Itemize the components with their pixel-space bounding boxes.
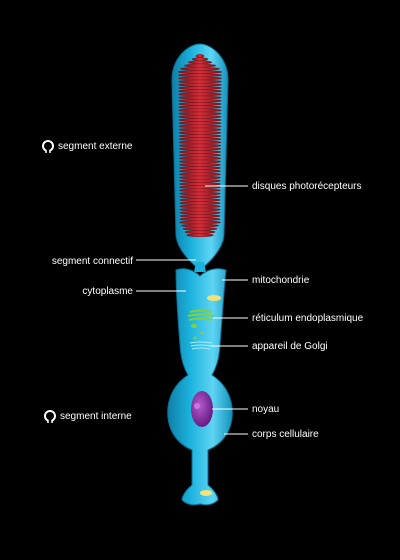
photoreceptor-disc xyxy=(179,191,221,196)
photoreceptor-disc xyxy=(179,172,221,177)
photoreceptor-disc xyxy=(182,226,218,231)
photoreceptor-disc xyxy=(195,54,205,58)
photoreceptor-disc xyxy=(179,210,221,215)
photoreceptor-disc xyxy=(177,73,222,77)
photoreceptor-disc xyxy=(187,60,213,65)
cytoplasm-label: cytoplasme xyxy=(82,286,133,297)
er-vesicle xyxy=(193,336,197,340)
inner-segment-heading: segment interne xyxy=(60,411,132,422)
mitochondria-label: mitochondrie xyxy=(252,275,310,286)
photoreceptor-disc xyxy=(179,201,221,205)
photoreceptor-disc xyxy=(178,130,222,135)
photoreceptor-disc xyxy=(178,105,222,109)
photoreceptor-disc xyxy=(186,233,214,237)
photoreceptor-disc xyxy=(177,70,222,74)
connecting-label: segment connectif xyxy=(52,256,133,267)
photoreceptor-disc xyxy=(178,89,222,93)
photoreceptor-disc xyxy=(184,230,216,234)
photoreceptor-disc xyxy=(178,83,222,87)
photoreceptor-disc xyxy=(179,207,221,212)
photoreceptor-glyph-icon xyxy=(42,140,54,153)
photoreceptor-glyph-icon xyxy=(44,410,56,423)
photoreceptor-disc xyxy=(179,198,221,202)
photoreceptor-disc xyxy=(179,182,221,186)
photoreceptor-disc xyxy=(178,146,222,151)
photoreceptor-disc xyxy=(178,150,222,154)
nucleus xyxy=(191,391,213,427)
mitochondrion xyxy=(207,295,221,301)
photoreceptor-disc xyxy=(178,162,221,167)
photoreceptor-disc xyxy=(178,118,222,122)
photoreceptor-disc xyxy=(191,57,209,62)
section-inner: segment interne xyxy=(44,410,132,423)
cell-body-label: corps cellulaire xyxy=(252,429,319,440)
outer-segment-heading: segment externe xyxy=(58,141,133,152)
photoreceptor-disc xyxy=(178,159,221,164)
photoreceptor-disc xyxy=(178,140,222,145)
photoreceptor-disc xyxy=(179,214,221,218)
photoreceptor-disc xyxy=(178,137,222,141)
golgi-apparatus xyxy=(189,341,213,350)
photoreceptor-disc xyxy=(178,86,222,90)
photoreceptor-disc xyxy=(178,92,222,97)
inner-segment-membrane xyxy=(167,268,233,506)
photoreceptor-disc xyxy=(179,67,220,71)
photoreceptor-disc xyxy=(179,194,221,199)
photoreceptor-disc xyxy=(178,102,222,106)
photoreceptor-disc xyxy=(178,111,222,116)
photoreceptor-disc xyxy=(178,134,222,138)
photoreceptor-disc xyxy=(178,166,221,170)
outer-segment xyxy=(171,43,229,271)
photoreceptor-disc xyxy=(178,79,222,84)
photoreceptor-disc xyxy=(178,121,222,125)
photoreceptor-disc xyxy=(178,127,222,132)
photoreceptor-disc xyxy=(180,223,219,228)
connecting-cilium xyxy=(194,262,206,272)
endoplasmic-reticulum xyxy=(187,309,215,321)
nucleolus xyxy=(194,403,200,409)
photoreceptor-disc xyxy=(178,99,222,103)
photoreceptor-disc xyxy=(183,63,217,68)
photoreceptor-disc xyxy=(179,217,221,221)
mitochondrion xyxy=(200,490,212,496)
photoreceptor-disc xyxy=(179,169,221,173)
photoreceptor-disc xyxy=(178,115,222,119)
photoreceptor-disc xyxy=(177,76,222,81)
discs-label: disques photorécepteurs xyxy=(252,181,362,192)
photoreceptor-discs xyxy=(177,54,222,237)
photoreceptor-disc xyxy=(178,156,222,161)
photoreceptor-disc xyxy=(178,124,222,129)
photoreceptor-disc xyxy=(179,204,221,209)
er-vesicle xyxy=(200,331,204,335)
section-outer: segment externe xyxy=(42,140,133,153)
photoreceptor-disc xyxy=(179,178,221,183)
photoreceptor-disc xyxy=(179,188,221,193)
er-vesicle xyxy=(191,324,197,328)
golgi-label: appareil de Golgi xyxy=(252,341,328,352)
nucleus-label: noyau xyxy=(252,404,279,415)
inner-segment xyxy=(167,268,233,506)
photoreceptor-disc xyxy=(178,95,222,100)
photoreceptor-disc xyxy=(179,220,221,225)
photoreceptor-disc xyxy=(178,143,222,148)
photoreceptor-disc xyxy=(178,108,222,113)
er-label: réticulum endoplasmique xyxy=(252,313,364,324)
photoreceptor-disc xyxy=(179,175,221,180)
photoreceptor-disc xyxy=(178,153,222,157)
